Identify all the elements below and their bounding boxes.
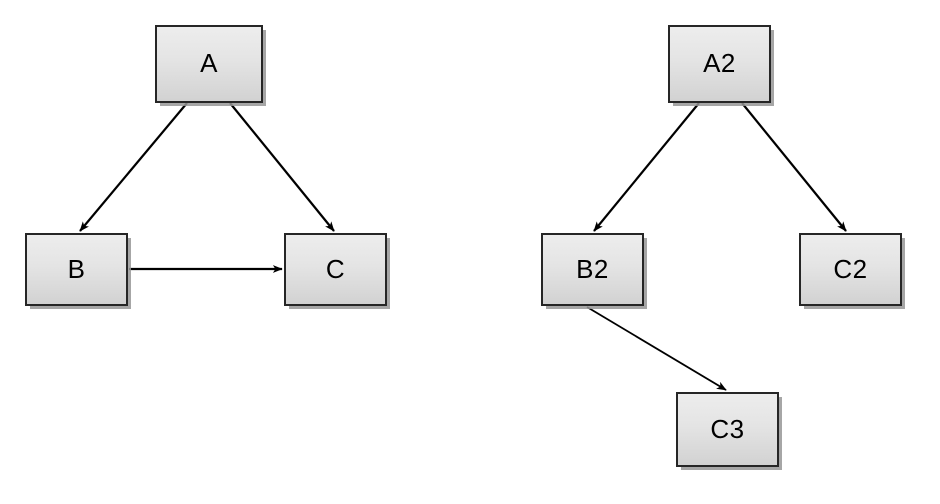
edge-a-to-b <box>79 102 188 232</box>
node-c[interactable]: C <box>284 233 387 306</box>
node-c3-label: C3 <box>710 413 745 444</box>
node-c2-label: C2 <box>833 253 868 284</box>
node-a2-label: A2 <box>703 48 736 78</box>
node-a[interactable]: A <box>155 25 263 103</box>
node-a2[interactable]: A2 <box>668 25 771 103</box>
edge-b2-to-c3 <box>586 306 727 391</box>
node-c-label: C <box>325 253 346 284</box>
node-b2-label: B2 <box>576 253 609 284</box>
node-b[interactable]: B <box>25 233 128 306</box>
node-b-label: B <box>67 253 86 284</box>
node-b2[interactable]: B2 <box>541 233 644 306</box>
node-c2[interactable]: C2 <box>799 233 902 306</box>
node-a-label: A <box>200 48 218 78</box>
edge-a-to-c <box>229 102 335 232</box>
edge-a2-to-b2 <box>593 102 700 232</box>
edge-a2-to-c2 <box>741 102 847 232</box>
node-c3[interactable]: C3 <box>676 392 779 467</box>
